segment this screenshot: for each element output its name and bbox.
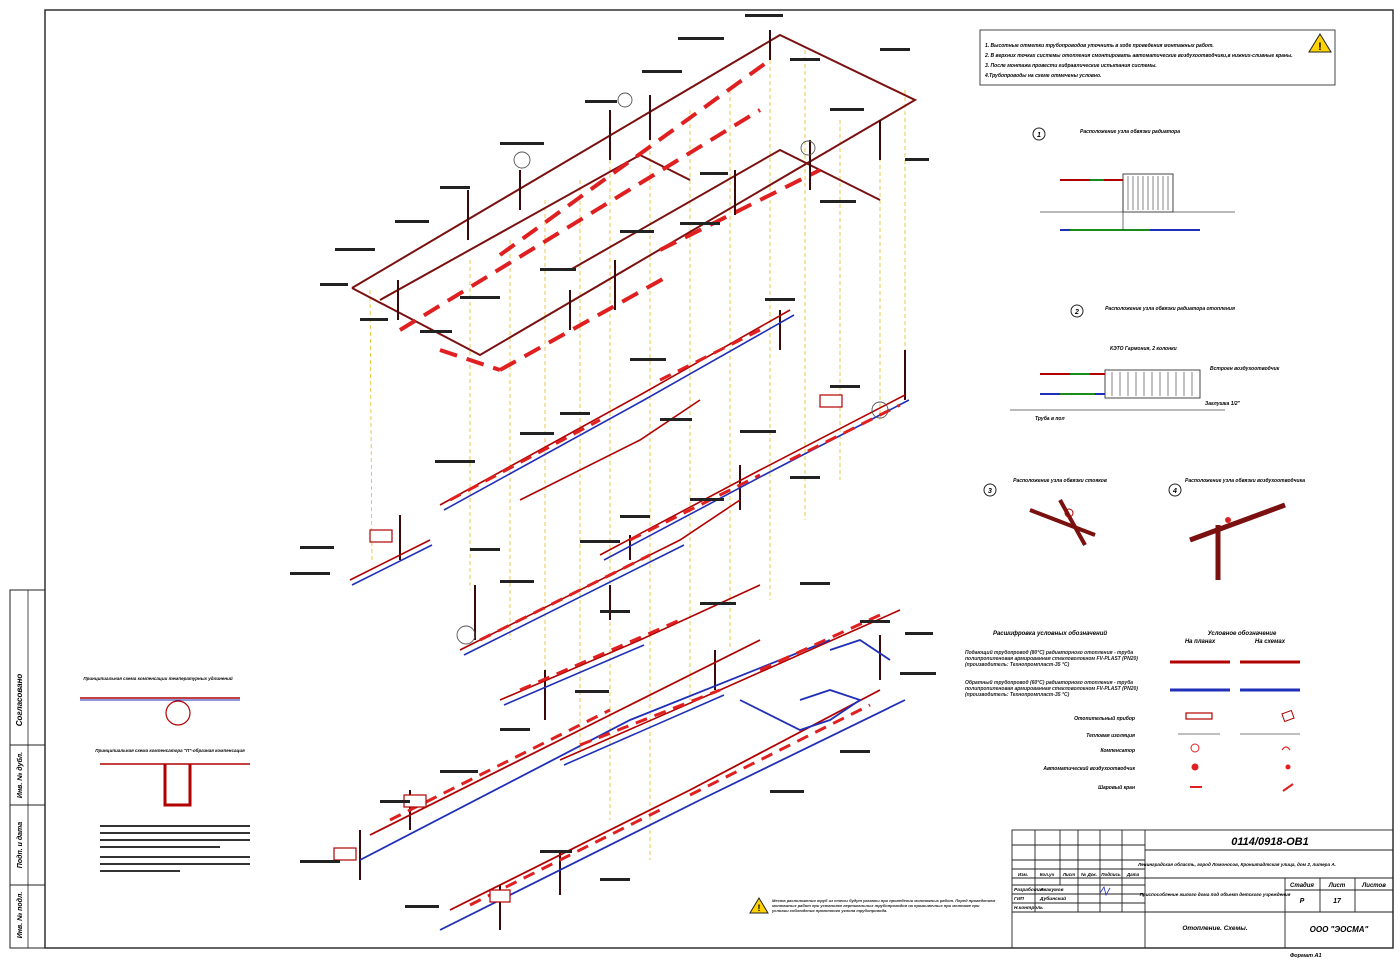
- bottom-warning-text: Места расположения труб из стены будут у…: [772, 898, 996, 913]
- stamp-stage: Р: [1300, 898, 1305, 905]
- compensator-loop-icon: [165, 700, 191, 726]
- ballvalve-scheme-icon: [1282, 783, 1294, 792]
- airvent-scheme-icon: [1285, 764, 1291, 770]
- warning-icon: !: [1308, 33, 1332, 53]
- svg-text:!: !: [1318, 41, 1322, 53]
- airvent-plan-icon: [1191, 763, 1199, 771]
- detail-3: 3 Расположение узла обвязки стояков: [983, 477, 1107, 546]
- sidebar-sign: Подп. и дата: [16, 822, 24, 868]
- role-developer: Разработал: [1014, 886, 1044, 893]
- radiator-plan-icon: [1185, 712, 1213, 720]
- note-3: 3. После монтажа провести гидравлические…: [985, 63, 1157, 69]
- note-1: 1. Высотные отметки трубопроводов уточни…: [985, 42, 1214, 49]
- detail-2: 2 Расположение узла обвязки радиатора от…: [1010, 304, 1280, 422]
- sidebar-agreed: Согласовано: [15, 674, 24, 727]
- legend-item-compensator: Компенсатор: [1100, 748, 1135, 754]
- lower-pipes: [359, 639, 906, 931]
- legend-item-insulation: Тепловая изоляция: [1086, 733, 1135, 739]
- radiator-scheme-icon: [1281, 709, 1295, 723]
- legend-item-ballvalve: Шаровый кран: [1098, 784, 1135, 791]
- insulated-segments: [398, 58, 821, 372]
- legend: Расшифровка условных обозначений Условно…: [965, 630, 1300, 792]
- legend-return-text: Обратный трубопровод (60°С) радиаторного…: [965, 680, 1138, 698]
- detail-4: 4 Расположение узла обвязки воздухоотвод…: [1168, 477, 1305, 580]
- stamp-sheet-header: Лист: [1328, 883, 1346, 889]
- hdr-date: Дата: [1126, 872, 1140, 877]
- detail-4-title: Расположение узла обвязки воздухоотводчи…: [1185, 477, 1305, 484]
- sidebar-orig: Инв. № подл.: [16, 892, 24, 939]
- general-notes: ! 1. Высотные отметки трубопроводов уточ…: [979, 29, 1336, 86]
- detail-1-title: Расположение узла обвязки радиатора: [1080, 128, 1180, 135]
- left-note-2: Принципиальная схема компенсатора "П"-об…: [95, 747, 245, 753]
- detail-2-label-floor: Труба в пол: [1035, 415, 1065, 422]
- legend-title: Расшифровка условных обозначений: [993, 630, 1107, 637]
- detail-3-title: Расположение узла обвязки стояков: [1013, 477, 1107, 484]
- u-compensator-icon: [163, 764, 192, 807]
- legend-col-header: Условное обозначение: [1208, 630, 1277, 637]
- lower-insulation: [389, 328, 901, 907]
- sidebar-dup: Инв. № дубл.: [16, 752, 24, 798]
- sheet-frame: [44, 9, 1394, 949]
- svg-text:!: !: [758, 903, 761, 913]
- note-4: 4.Трубопроводы на схеме отмечены условно…: [984, 72, 1101, 79]
- title-block-text: 0114/0918-ОВ1 Ленинградская область, гор…: [1014, 836, 1386, 959]
- hdr-sign: Подпись: [1101, 872, 1121, 877]
- bottom-warning: ! Места расположения труб из стены будут…: [749, 897, 996, 914]
- name-gip: Дубинский: [1039, 895, 1066, 902]
- stamp-company: ООО "ЭОСМА": [1310, 925, 1369, 934]
- detail-4-number: 4: [1172, 488, 1177, 495]
- detail-2-label-vent: Встроен воздухоотводчик: [1210, 366, 1280, 372]
- stamp-object: Приспособление жилого дома под объект де…: [1140, 891, 1291, 897]
- compensator-plan-icon: [1190, 743, 1200, 753]
- format-label: Формат А1: [1290, 953, 1322, 959]
- risers: [359, 30, 906, 930]
- detail-2-label-radiator: КЭТО Гармония, 2 колонки: [1110, 346, 1177, 352]
- warning-icon-bottom: [749, 897, 769, 914]
- hdr-doc: № Док.: [1081, 872, 1097, 877]
- title-block: [1011, 829, 1394, 949]
- detail-2-title: Расположение узла обвязки радиатора отоп…: [1105, 305, 1235, 312]
- name-developer: Авакумов: [1039, 887, 1064, 893]
- radiators: [333, 394, 843, 903]
- left-compensation-details: Принципиальная схема компенсации темпера…: [80, 675, 250, 872]
- stamp-stage-header: Стадия: [1290, 883, 1314, 889]
- hdr-kol: Кол.уч: [1040, 872, 1055, 877]
- compensator-loops: [456, 92, 889, 645]
- detail-1: 1 Расположение узла обвязки радиатора: [1032, 127, 1235, 231]
- compensator-scheme-icon: [1281, 746, 1291, 751]
- scheme-annotations: [290, 14, 936, 908]
- heating-axonometric-scheme: [290, 14, 936, 931]
- detail-3-number: 3: [988, 488, 992, 495]
- hdr-list: Лист: [1062, 872, 1075, 877]
- left-side-stamp: Согласовано Инв. № дубл. Подп. и дата Ин…: [9, 589, 46, 949]
- stamp-address: Ленинградская область, город Ломоносов, …: [1137, 861, 1336, 867]
- left-note-1: Принципиальная схема компенсации темпера…: [83, 675, 232, 681]
- legend-item-radiator: Отопительный прибор: [1074, 715, 1135, 722]
- legend-return-wrap: Обратный трубопровод (60°С) радиаторного…: [965, 680, 1138, 698]
- stamp-sheets-header: Листов: [1361, 883, 1386, 889]
- legend-supply-wrap: Подающий трубопровод (80°С) радиаторного…: [965, 650, 1138, 668]
- role-gip: ГИП: [1014, 896, 1024, 902]
- stamp-sheet-number: 17: [1333, 898, 1342, 905]
- detail-1-number: 1: [1037, 132, 1041, 139]
- doc-code: 0114/0918-ОВ1: [1231, 836, 1308, 848]
- legend-supply-text: Подающий трубопровод (80°С) радиаторного…: [965, 650, 1138, 668]
- role-norm: Н.контроль: [1014, 905, 1043, 911]
- legend-col-scheme: На схемах: [1255, 639, 1286, 645]
- legend-item-airvent: Автоматический воздухоотводчик: [1042, 765, 1135, 772]
- detail-2-label-plug: Заглушка 1/2": [1205, 401, 1241, 407]
- detail-2-number: 2: [1074, 309, 1079, 316]
- legend-col-plan: На планах: [1185, 639, 1216, 645]
- stamp-sheet-title: Отопление. Схемы.: [1182, 925, 1248, 932]
- hdr-izm: Изм.: [1018, 872, 1028, 877]
- note-2: 2. В верхних точках системы отопления см…: [984, 53, 1293, 59]
- signature-mark: [1099, 886, 1111, 897]
